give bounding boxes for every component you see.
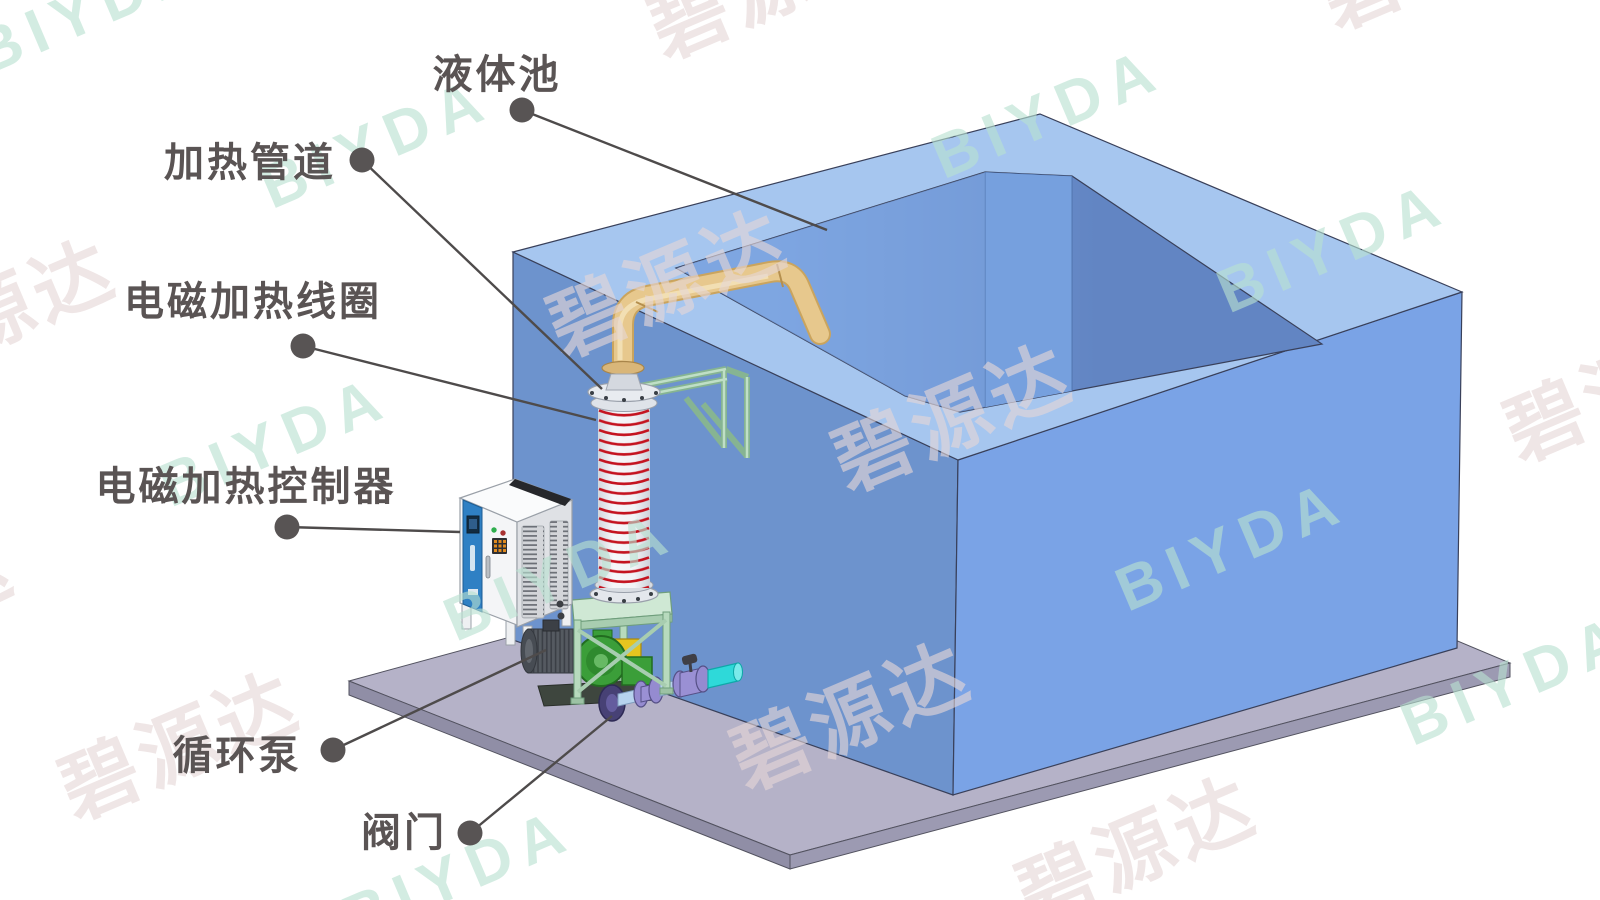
indicator-light-red — [500, 530, 506, 536]
controller-front-panel — [462, 499, 507, 613]
label-liquid-pool: 液体池 — [432, 53, 562, 97]
coil-support-bracket — [639, 366, 750, 458]
valve-handle — [681, 653, 698, 665]
valve — [672, 653, 711, 698]
label-circulation-pump: 循环泵 — [172, 734, 302, 778]
side-knob — [557, 612, 565, 620]
door-handle — [485, 555, 491, 579]
label-heating-coil: 电磁加热线圈 — [124, 280, 382, 324]
heating-coil — [587, 373, 661, 604]
side-knob — [556, 600, 564, 608]
label-heating-pipe: 加热管道 — [164, 141, 336, 185]
label-valve: 阀门 — [361, 811, 447, 855]
label-controller: 电磁加热控制器 — [95, 465, 397, 509]
controller-cabinet — [458, 478, 574, 649]
coil-windings — [598, 406, 650, 588]
indicator-light-green — [491, 527, 497, 533]
heating-pipe — [601, 260, 831, 377]
pump-stand-legs — [570, 611, 674, 705]
pump-body — [575, 629, 653, 687]
cabinet-side-vents — [521, 520, 569, 620]
